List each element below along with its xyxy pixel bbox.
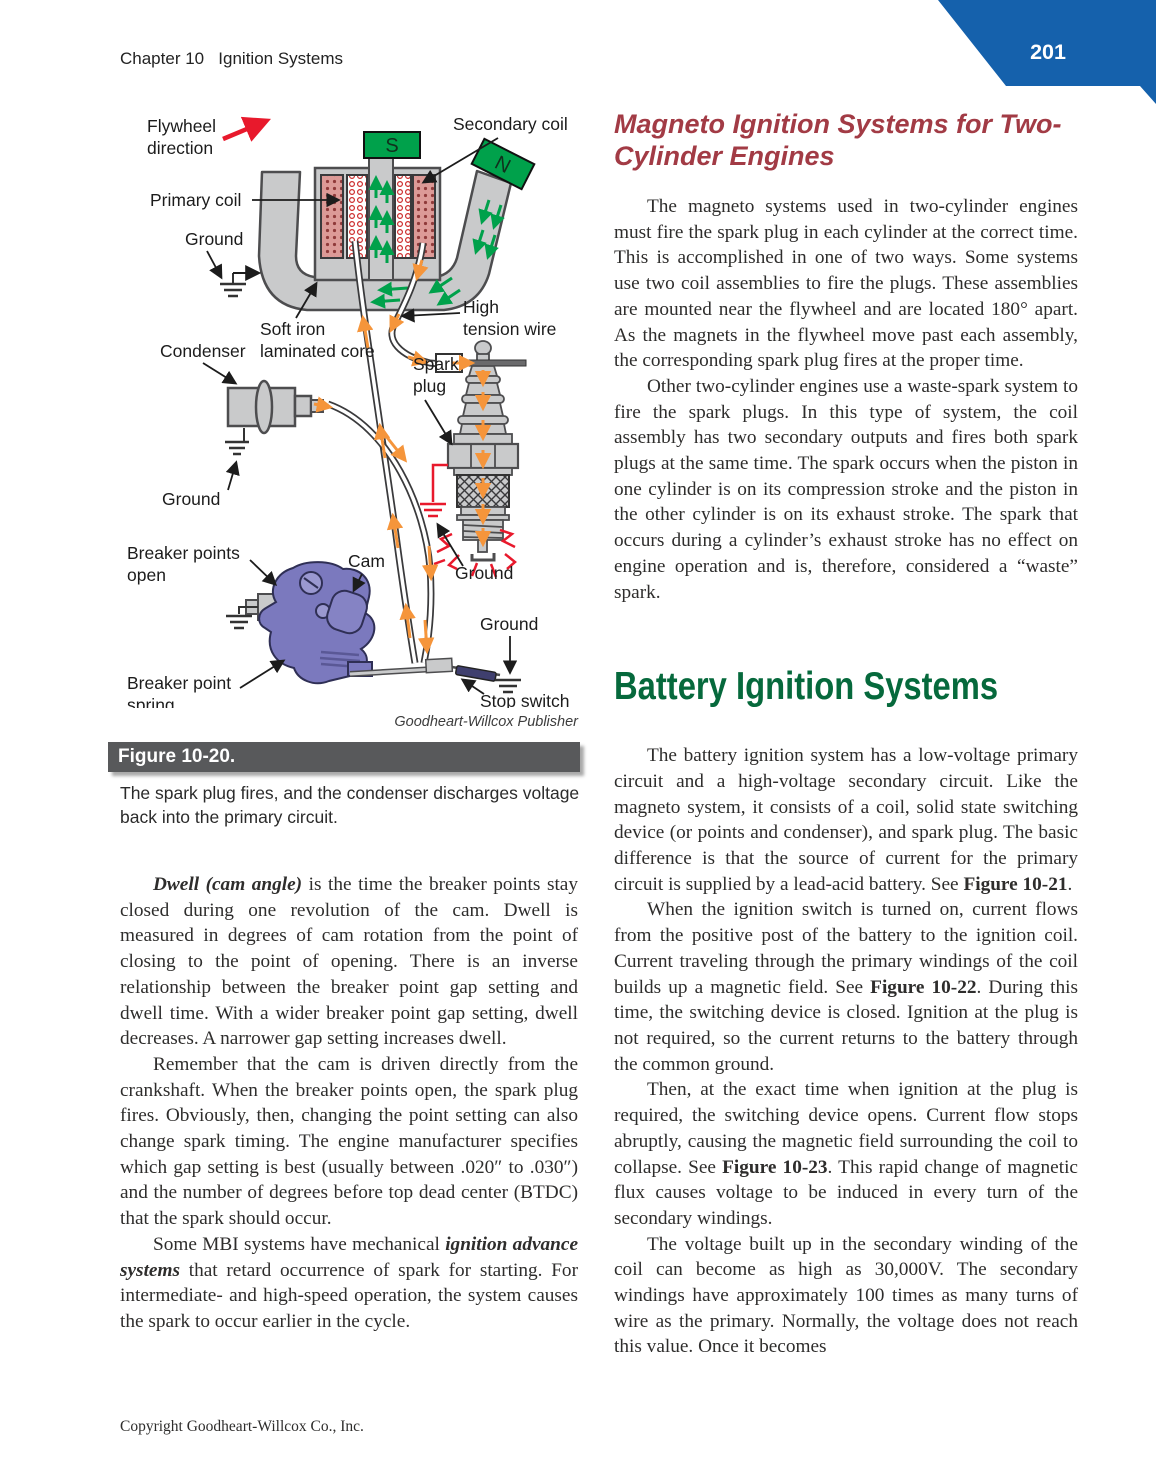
paragraph-text: . [1067,873,1073,895]
term-ignition-advance: ignition advance systems [120,1233,578,1281]
section-heading-magneto-two-cylinder: Magneto Ignition Systems for Two-Cylinde… [614,109,1062,171]
label-ground-switch: Ground [480,614,538,634]
condenser-wire [327,402,433,664]
paragraph-ignition-switch: When the ignition switch is turned on, c… [614,897,1078,1077]
paragraph-text: Then, at the exact time when ignition at… [614,1079,1078,1178]
left-column: Dwell (cam angle) is the time the breake… [120,872,578,1335]
label-spark-plug-1: Spark [413,354,459,374]
paragraph-text: When the ignition switch is turned on, c… [614,899,1078,998]
flywheel-direction-arrow [222,116,271,142]
figure-10-20-diagram: S N [100,108,590,715]
page-number: 201 [1030,40,1066,64]
current-arrows [313,259,492,655]
paragraph-switching-device: Then, at the exact time when ignition at… [614,1077,1078,1231]
label-breaker-spring-1: Breaker point [127,673,231,693]
stop-switch-rod [349,657,521,694]
paragraph-dwell: Dwell (cam angle) is the time the breake… [120,872,578,1052]
figure-ref-10-22: Figure 10-22 [870,976,977,998]
right-column: Magneto Ignition Systems for Two-Cylinde… [614,108,1078,1360]
label-breaker-spring-2: spring [127,695,175,708]
paragraph-text: The battery ignition system has a low-vo… [614,745,1078,895]
figure-caption-bar: Figure 10-20. [108,742,580,772]
paragraph-text: . During this time, the switching device… [614,976,1078,1075]
figure-credit: Goodheart-Willcox Publisher [394,714,578,730]
breaker-ground-symbol [226,614,252,630]
stop-switch [455,665,497,682]
section-heading-battery-ignition: Battery Ignition Systems [614,665,999,709]
condenser-ground-symbol [225,440,249,456]
core-ground [220,265,262,298]
figure-ref-10-21: Figure 10-21 [963,873,1068,895]
condenser [225,379,324,456]
label-stop-switch: Stop switch [480,691,569,708]
breaker-assembly [226,561,376,685]
paragraph-secondary-voltage: The voltage built up in the secondary wi… [614,1233,1078,1358]
page-number-badge: 201 [938,0,1156,104]
label-flywheel-2: direction [147,138,213,158]
paragraph-text: is the time the breaker points stay clos… [120,874,579,1050]
paragraph-mbi-advance: Some MBI systems have mechanical ignitio… [120,1232,578,1335]
plug-ground-red [420,463,448,518]
paragraph-waste-spark: Other two-cylinder engines use a waste-s… [614,375,1078,603]
magnet-south: S [363,131,421,159]
term-dwell: Dwell (cam angle) [153,874,303,895]
label-secondary-coil: Secondary coil [453,114,568,134]
figure-ref-10-23: Figure 10-23 [722,1156,828,1178]
magnet-north: N [470,137,536,191]
label-cam: Cam [348,551,385,571]
paragraph-cam-driven: Remember that the cam is driven directly… [120,1053,578,1230]
label-breaker-points-1: Breaker points [127,543,240,563]
label-primary-coil: Primary coil [150,190,241,210]
label-spark-plug-2: plug [413,376,446,396]
label-soft-iron-2: laminated core [260,341,375,361]
secondary-coil-right [394,174,412,259]
core-center-leg [368,151,394,281]
label-ground-plug: Ground [455,563,513,583]
switch-ground-symbol [495,678,521,694]
cam [326,589,368,635]
primary-coil-left [320,174,344,259]
flux-arrows [368,175,505,309]
label-ground-core: Ground [185,229,243,249]
paragraph-magneto-two-cyl: The magneto systems used in two-cylinder… [614,196,1078,372]
label-high-tension-1: High [463,297,499,317]
running-header: Chapter 10 Ignition Systems [120,49,344,68]
figure-caption-text: The spark plug fires, and the condenser … [120,783,580,827]
paragraph-battery-system: The battery ignition system has a low-vo… [614,743,1078,897]
diagram-labels: Flywheel direction Secondary coil Primar… [127,114,569,715]
label-ground-condenser: Ground [162,489,220,509]
label-high-tension-2: tension wire [463,319,556,339]
label-condenser: Condenser [160,341,246,361]
coil-assembly [313,151,442,282]
paragraph-text: . This rapid change of magnetic flux cau… [614,1156,1078,1229]
label-arrows [202,137,518,695]
paragraph-text: Some MBI systems have mechanical [153,1233,446,1255]
label-soft-iron-1: Soft iron [260,319,325,339]
label-breaker-points-2: open [127,565,166,585]
paragraph-text: that retard occurrence of spark for star… [120,1259,578,1332]
magnet-s-label: S [385,135,398,157]
label-flywheel-1: Flywheel [147,116,216,136]
magneto-diagram: S N [127,114,569,715]
copyright-footer: Copyright Goodheart-Willcox Co., Inc. [120,1418,364,1435]
